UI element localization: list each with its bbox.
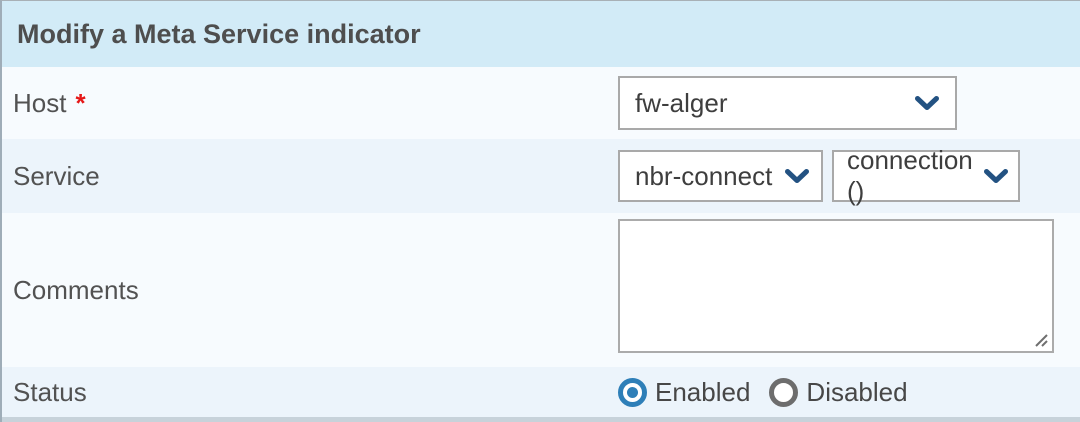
- comments-row: Comments: [2, 213, 1080, 367]
- radio-selected-icon[interactable]: [618, 377, 647, 407]
- service-field-cell: nbr-connect connection (): [618, 139, 1080, 213]
- service-select-value: nbr-connect: [635, 160, 773, 191]
- service-select[interactable]: nbr-connect: [618, 150, 823, 202]
- service-label-cell: Service: [2, 139, 618, 213]
- metric-select-value: connection (): [847, 145, 973, 206]
- service-label: Service: [13, 160, 100, 191]
- host-label: Host: [13, 87, 67, 118]
- form-title: Modify a Meta Service indicator: [2, 1, 1080, 67]
- status-option-disabled[interactable]: Disabled: [769, 376, 908, 408]
- status-enabled-label: Enabled: [655, 376, 751, 407]
- host-select[interactable]: fw-alger: [618, 76, 957, 130]
- status-option-enabled[interactable]: Enabled: [618, 377, 750, 408]
- required-asterisk: *: [75, 87, 86, 118]
- section-divider: [2, 417, 1080, 422]
- chevron-down-icon: [915, 95, 939, 110]
- chevron-down-icon: [785, 168, 809, 183]
- host-row: Host * fw-alger: [2, 67, 1080, 139]
- host-select-value: fw-alger: [635, 87, 728, 118]
- comments-field-cell: [618, 213, 1080, 367]
- radio-unselected-icon[interactable]: [769, 377, 799, 407]
- status-label: Status: [13, 376, 87, 407]
- service-row: Service nbr-connect connection (): [2, 139, 1080, 213]
- comments-textarea[interactable]: [620, 221, 1052, 351]
- chevron-down-icon: [984, 168, 1008, 183]
- status-label-cell: Status: [2, 367, 618, 417]
- comments-label: Comments: [13, 274, 139, 305]
- status-disabled-label: Disabled: [806, 376, 908, 407]
- host-field-cell: fw-alger: [618, 67, 1080, 139]
- comments-label-cell: Comments: [2, 213, 618, 367]
- status-row: Status Enabled Disabled: [2, 367, 1080, 417]
- status-radio-group: Enabled Disabled: [618, 377, 908, 408]
- comments-textarea-wrap: [618, 219, 1054, 353]
- metric-select[interactable]: connection (): [832, 145, 1020, 206]
- status-field-cell: Enabled Disabled: [618, 367, 1080, 417]
- host-label-cell: Host *: [2, 67, 618, 139]
